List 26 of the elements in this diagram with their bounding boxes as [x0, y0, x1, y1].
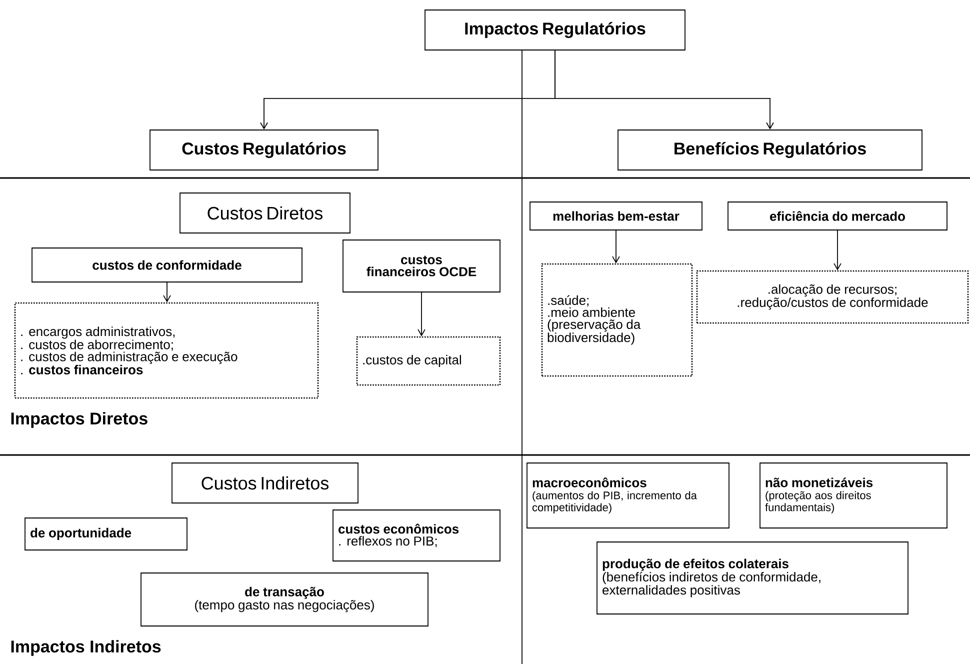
- category-box: Impactos Regulatórios: [424, 10, 686, 50]
- arrow: [554, 50, 774, 130]
- category-box: eficiência do mercado: [728, 202, 948, 230]
- category-box: Custos Diretos: [180, 192, 350, 234]
- category-box: custos financeiros OCDE: [342, 240, 500, 292]
- section-label: Impactos Indiretos: [11, 640, 161, 656]
- list-box: .custos de capital: [356, 336, 501, 386]
- category-box: custos de conformidade: [32, 248, 302, 282]
- category-box: macroeconômicos (aumentos do PIB, incremento da competitividade): [526, 462, 730, 528]
- arrow: [834, 230, 842, 270]
- section-label: Impactos Diretos: [11, 412, 148, 428]
- category-box: Benefícios Regulatórios: [618, 130, 922, 170]
- category-box: produção de efeitos colaterais (benefícios indiretos de conformidade, externalidades positivas: [596, 542, 908, 614]
- category-box: não monetizáveis (proteção aos direitos fundamentais): [760, 462, 948, 528]
- category-box: custos econômicos . reflexos no PIB;: [332, 510, 500, 562]
- list-box: .alocação de recursos; .redução/custos de conformidade: [696, 270, 969, 324]
- arrow: [163, 282, 171, 302]
- arrow: [418, 292, 426, 336]
- category-box: de oportunidade: [24, 518, 188, 550]
- category-box: melhorias bem-estar: [530, 202, 702, 230]
- category-box: de transação (tempo gasto nas negociações): [140, 572, 428, 626]
- list-box: .saúde; .meio ambiente (preservação da biodiversidade): [541, 263, 693, 377]
- list-box: . encargos administrativos, . custos de aborrecimento; . custos de administração e execução . custos financeiros: [14, 302, 319, 399]
- arrow: [612, 230, 620, 264]
- category-box: Custos Indiretos: [172, 462, 358, 504]
- category-box: Custos Regulatórios: [150, 130, 378, 170]
